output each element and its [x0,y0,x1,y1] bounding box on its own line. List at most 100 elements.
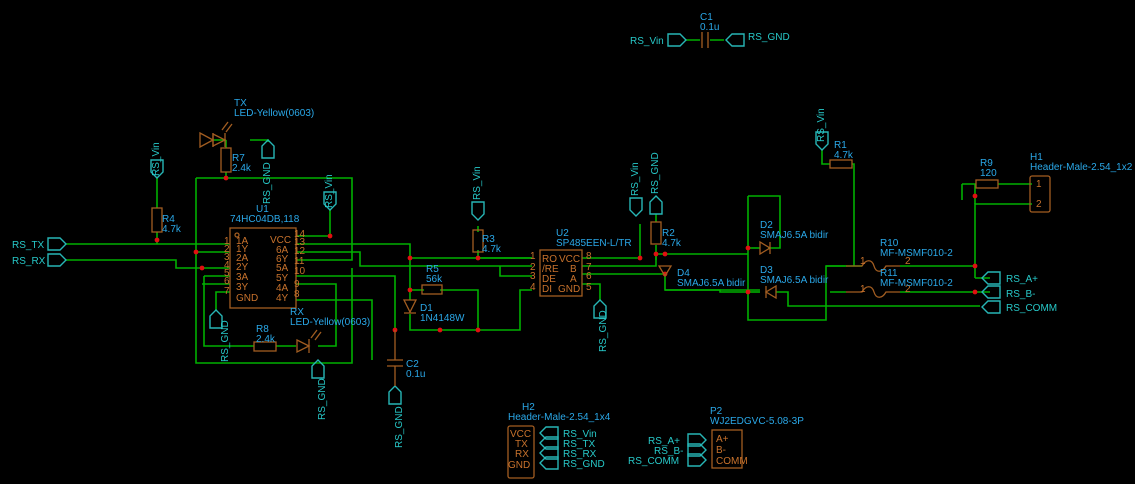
led-tx[interactable]: TX LED-Yellow(0603) [199,98,314,149]
ic-u2[interactable]: U2 SP485EEN-L/TR 1 2 3 4 RO /RE DE DI VC… [530,228,632,297]
net-flag-vin-r4[interactable]: RS_Vin [150,142,164,179]
net-flag-gnd-rx[interactable]: RS_GND [311,359,328,420]
svg-text:Header-Male-2.54_1x2: Header-Male-2.54_1x2 [1030,162,1133,173]
svg-text:RS_Vin: RS_Vin [563,429,597,440]
svg-text:4: 4 [530,282,536,293]
svg-text:1: 1 [860,284,866,295]
wires [66,39,1032,364]
net-flag-gnd-tx[interactable]: RS_GND [261,139,275,204]
net-flag-gnd-u2pin5[interactable]: RS_GND [593,299,609,352]
net-flag-p2-b[interactable]: RS_B- [654,443,707,457]
svg-text:/RE: /RE [542,264,559,275]
svg-text:5A: 5A [276,263,289,274]
net-flag-vin-r1[interactable]: RS_Vin [815,108,829,151]
svg-text:MF-MSMF010-2: MF-MSMF010-2 [880,278,953,289]
capacitor-c1[interactable]: C1 0.1u [700,12,719,48]
net-flag-h2-tx[interactable]: RS_TX [539,436,596,450]
resistor-r4[interactable]: R4 4.7k [151,207,182,235]
svg-text:2A: 2A [236,253,249,264]
svg-text:P2: P2 [710,406,723,417]
svg-text:6A: 6A [276,245,289,256]
svg-text:2: 2 [905,284,911,295]
connector-p2[interactable]: A+ B- COMM P2 WJ2EDGVC-5.08-3P [710,406,804,469]
resistor-r9[interactable]: R9 120 [975,158,999,189]
svg-text:LED-Yellow(0603): LED-Yellow(0603) [234,108,314,119]
svg-text:14: 14 [294,229,306,240]
svg-text:1N4148W: 1N4148W [420,313,465,324]
tvs-d4[interactable]: D4 SMAJ6.5A bidir [657,265,746,289]
net-flag-comm[interactable]: RS_COMM [981,300,1057,314]
ic-u1[interactable]: U1 74HC04DB,118 1 2 3 4 5 6 7 1A 1Y 2A 2… [224,204,306,309]
svg-text:VCC: VCC [559,254,580,265]
net-flag-p2-comm[interactable]: RS_COMM [628,453,707,467]
led-rx[interactable]: RX LED-Yellow(0603) [290,307,370,354]
svg-text:0.1u: 0.1u [700,22,719,33]
net-flag-gnd-u1[interactable]: RS_GND [209,309,231,362]
svg-text:2Y: 2Y [236,262,249,273]
svg-text:4.7k: 4.7k [162,224,182,235]
svg-text:SMAJ6.5A bidir: SMAJ6.5A bidir [760,230,829,241]
svg-text:RS_Vin: RS_Vin [324,174,335,208]
svg-text:R5: R5 [426,264,439,275]
svg-text:MF-MSMF010-2: MF-MSMF010-2 [880,248,953,259]
svg-text:U2: U2 [556,228,569,239]
svg-text:RS_Vin: RS_Vin [472,166,483,200]
capacitor-c2[interactable]: C2 0.1u [387,330,425,386]
svg-text:RS_GND: RS_GND [748,32,790,43]
net-flag-b[interactable]: RS_B- [981,285,1035,300]
svg-text:RS_TX: RS_TX [12,240,45,251]
net-flag-vin-u1[interactable]: RS_Vin [323,174,337,211]
resistor-r3[interactable]: R3 4.7k [472,229,502,255]
svg-text:TX: TX [515,439,528,450]
net-flag-vin-r3[interactable]: RS_Vin [471,166,485,221]
net-flag-gnd-c2[interactable]: RS_GND [388,385,405,448]
net-flag-rx[interactable]: RS_RX [12,253,67,267]
net-flag-gnd-u2[interactable]: RS_GND [649,152,663,215]
header-h1[interactable]: 1 2 H1 Header-Male-2.54_1x2 [1029,152,1133,213]
tvs-d2[interactable]: D2 SMAJ6.5A bidir [759,220,829,256]
resistor-r7[interactable]: R7 2.4k [220,147,252,174]
net-flag-vin-c1[interactable]: RS_Vin [630,33,687,47]
fuse-r10[interactable]: 1 2 R10 MF-MSMF010-2 [846,238,953,272]
svg-text:RS_GND: RS_GND [650,152,661,194]
resistor-r8[interactable]: R8 2.4k [253,324,277,352]
svg-text:D3: D3 [760,265,773,276]
net-flag-p2-a[interactable]: RS_A+ [648,433,707,447]
resistor-r5[interactable]: R5 56k [421,264,443,295]
svg-text:VCC: VCC [270,235,291,246]
svg-text:RS_GND: RS_GND [394,406,405,448]
svg-text:H1: H1 [1030,152,1043,163]
svg-text:D4: D4 [677,268,690,279]
svg-text:3A: 3A [236,272,249,283]
svg-text:2: 2 [530,262,536,273]
header-h2[interactable]: VCC TX RX GND H2 Header-Male-2.54_1x4 [507,402,611,479]
svg-text:C1: C1 [700,12,713,23]
svg-text:74HC04DB,118: 74HC04DB,118 [230,214,300,225]
svg-text:RX: RX [515,449,529,460]
net-flag-gnd-c1[interactable]: RS_GND [725,32,790,47]
tvs-d3[interactable]: D3 SMAJ6.5A bidir [760,265,829,300]
svg-text:6: 6 [586,271,592,282]
net-flag-a[interactable]: RS_A+ [981,271,1038,285]
fuse-r11[interactable]: 1 2 R11 MF-MSMF010-2 [846,268,953,298]
svg-text:RS_GND: RS_GND [598,310,609,352]
svg-text:LED-Yellow(0603): LED-Yellow(0603) [290,317,370,328]
svg-text:7: 7 [586,262,592,273]
net-flag-h2-gnd[interactable]: RS_GND [539,456,605,470]
svg-text:R8: R8 [256,324,269,335]
svg-text:RS_COMM: RS_COMM [1006,303,1057,314]
svg-text:8: 8 [294,289,300,300]
net-flag-vin-u2[interactable]: RS_Vin [629,162,643,217]
resistor-r2[interactable]: R2 4.7k [650,221,682,249]
svg-text:1: 1 [224,236,230,247]
net-flag-tx[interactable]: RS_TX [12,237,67,251]
svg-text:4: 4 [224,260,230,271]
resistor-r1[interactable]: R1 4.7k [829,140,854,169]
net-flag-h2-vin[interactable]: RS_Vin [539,426,597,440]
svg-text:DE: DE [542,274,556,285]
diode-d1[interactable]: D1 1N4148W [402,299,465,324]
svg-text:1: 1 [1036,179,1042,190]
svg-text:5Y: 5Y [276,273,289,284]
net-flag-h2-rx[interactable]: RS_RX [539,446,597,460]
